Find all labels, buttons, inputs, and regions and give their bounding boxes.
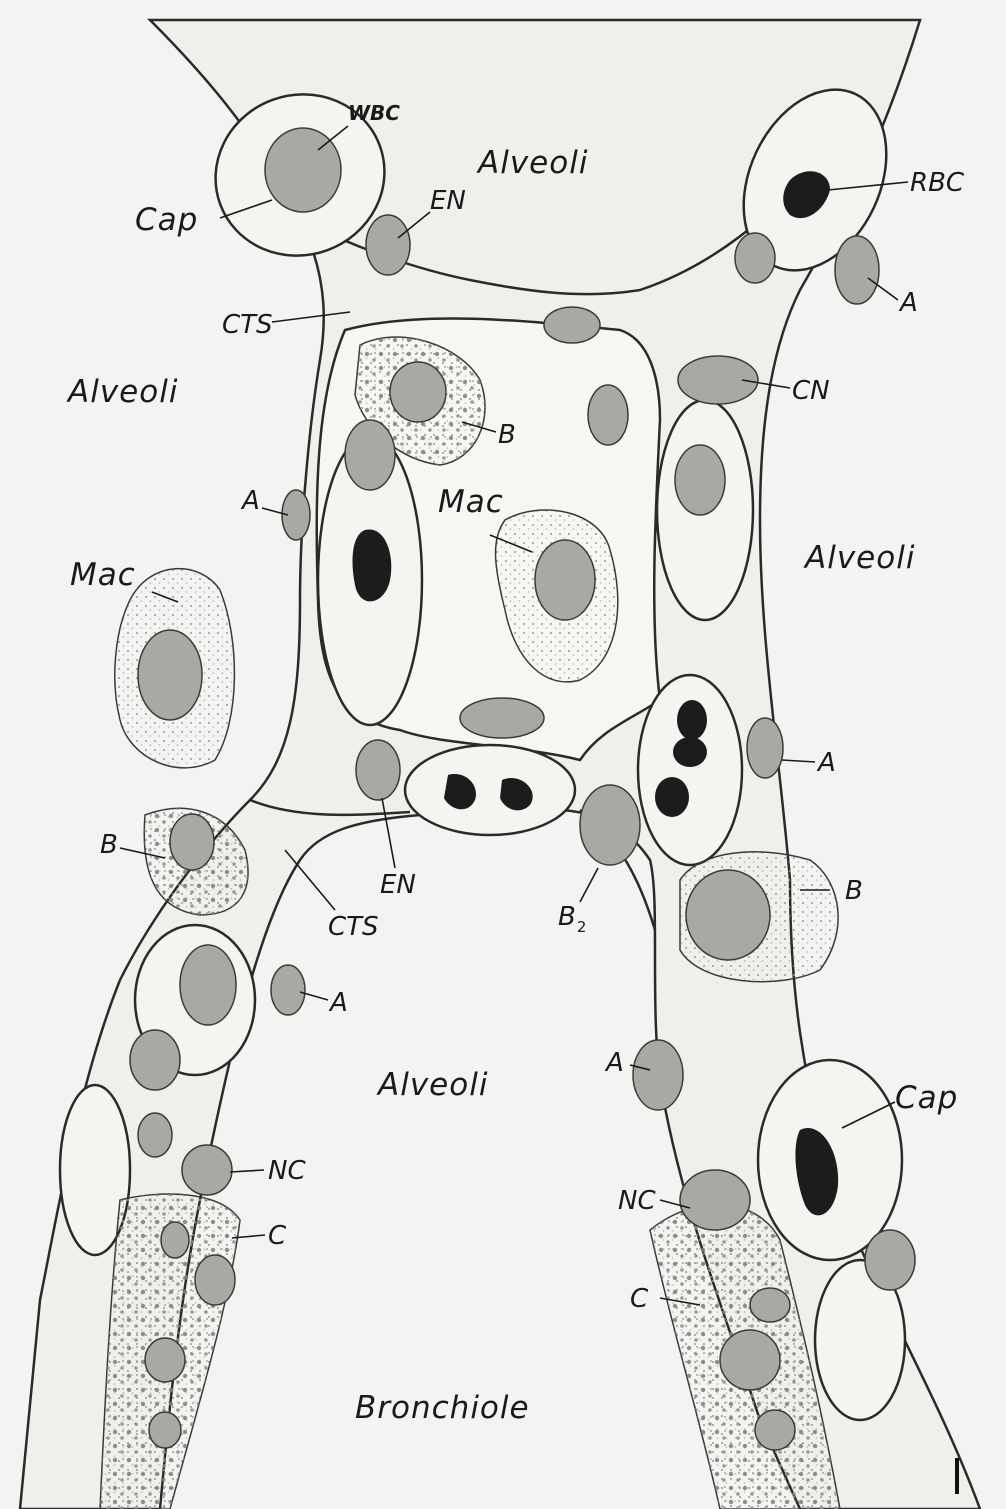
label-cn: CN — [792, 378, 830, 404]
label-mac-center: Mac — [438, 487, 504, 518]
label-b2: B2 — [558, 904, 586, 930]
label-a-top-right: A — [900, 290, 918, 316]
label-alveoli-bottom: Alveoli — [378, 1070, 488, 1101]
label-nc-right: NC — [618, 1188, 656, 1214]
label-a-center: A — [330, 990, 348, 1016]
figure-number-mark — [955, 1458, 959, 1494]
label-rbc: RBC — [910, 170, 964, 196]
label-b-top: B — [498, 422, 516, 448]
label-c-left: C — [268, 1223, 286, 1249]
label-nc-left: NC — [268, 1158, 306, 1184]
label-cap-bottom: Cap — [895, 1083, 958, 1114]
label-b-right: B — [845, 878, 863, 904]
label-en-top: EN — [430, 188, 466, 214]
label-bronchiole: Bronchiole — [355, 1393, 530, 1424]
capillary-center-bottom — [405, 745, 575, 835]
label-en-mid: EN — [380, 872, 416, 898]
label-alveoli-left: Alveoli — [68, 377, 178, 408]
label-b2-subscript: 2 — [577, 918, 587, 936]
label-a-bottom-right: A — [606, 1050, 624, 1076]
label-b-left: B — [100, 832, 118, 858]
label-cap-top: Cap — [135, 205, 198, 236]
label-b2-main: B — [558, 902, 576, 932]
label-alveoli-top: Alveoli — [478, 148, 588, 179]
label-c-right: C — [630, 1286, 648, 1312]
label-alveoli-right: Alveoli — [805, 543, 915, 574]
label-cts-top: CTS — [222, 312, 273, 338]
label-a-left: A — [242, 488, 260, 514]
label-a-mid-right: A — [818, 750, 836, 776]
label-mac-left: Mac — [70, 560, 136, 591]
label-cts-mid: CTS — [328, 914, 379, 940]
label-wbc: WBC — [348, 103, 400, 123]
